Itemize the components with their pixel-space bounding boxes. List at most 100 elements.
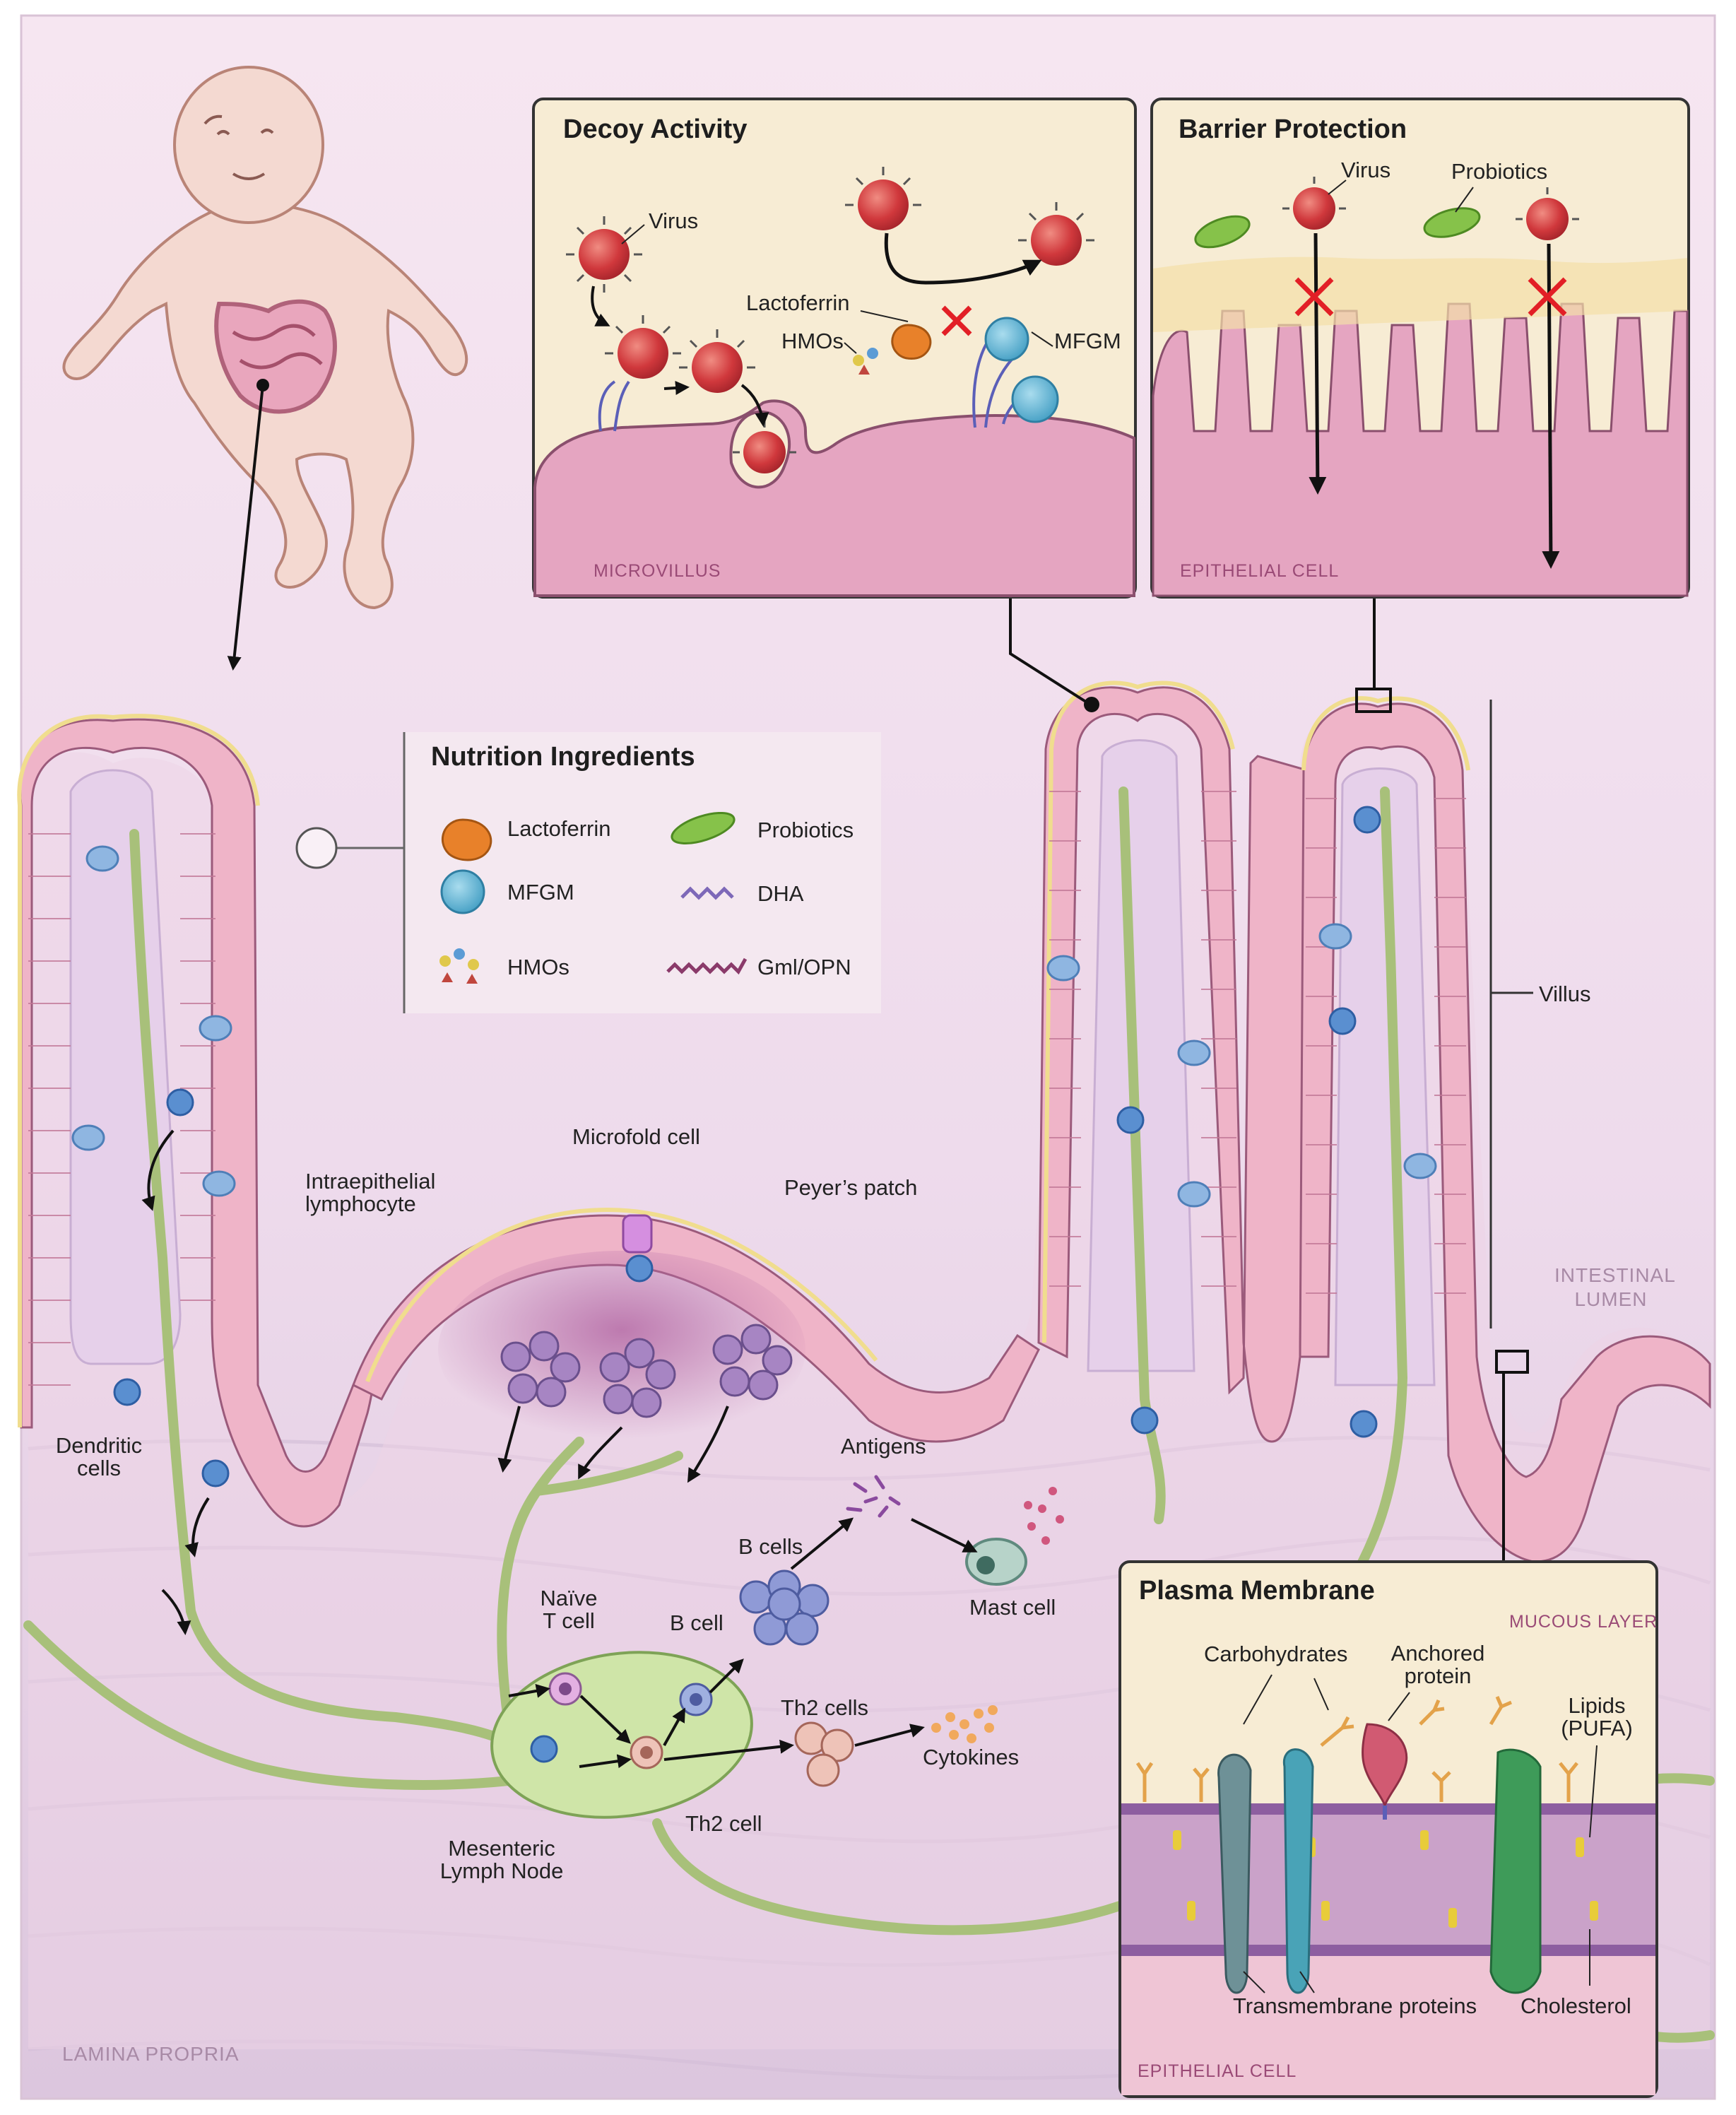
hmos-icon <box>439 948 479 984</box>
b-cell-cluster <box>739 1569 829 1646</box>
antigens <box>846 1475 901 1518</box>
transmembrane-proteins-label: Transmembrane proteins <box>1233 1993 1477 2018</box>
virus-deflect-arrow <box>884 232 1042 285</box>
intestinal-lumen-label: INTESTINAL LUMEN <box>1554 1264 1676 1310</box>
cytokines-label: Cytokines <box>923 1745 1020 1769</box>
decoy-arrows <box>591 285 769 427</box>
microfold-cell <box>622 1214 653 1254</box>
barrier-caption: EPITHELIAL CELL <box>1180 561 1340 581</box>
dendritic-cells <box>113 806 1381 1763</box>
legend-title: Nutrition Ingredients <box>431 742 695 772</box>
villus-tall-right-1 <box>1037 686 1309 1443</box>
lipids-label: Lipids (PUFA) <box>1561 1693 1633 1740</box>
decoy-lactoferrin <box>891 324 932 360</box>
decoy-virus-label: Virus <box>649 208 699 233</box>
cluster-1 <box>500 1331 581 1408</box>
mucous-layer-caption: MUCOUS LAYER <box>1509 1612 1658 1632</box>
virus-3 <box>679 329 755 393</box>
anchored-protein <box>1362 1723 1408 1820</box>
naive-t-cell <box>548 1672 582 1706</box>
legend-item-mfgm: MFGM <box>507 880 574 905</box>
villus-left <box>19 718 374 1528</box>
cholesterol-label: Cholesterol <box>1521 1993 1631 2018</box>
transmembrane-protein-2 <box>1282 1748 1314 1994</box>
gml-opn-icon <box>666 958 748 975</box>
decoy-mfgm-label: MFGM <box>1054 329 1121 353</box>
probiotic-icon <box>671 811 736 845</box>
panel-connectors <box>1009 599 1529 1562</box>
lactoferrin-icon <box>441 818 492 861</box>
legend-item-probiotics: Probiotics <box>757 818 854 842</box>
b-cell-single <box>679 1683 713 1716</box>
legend-box <box>404 732 881 1013</box>
legend-pointer-magnifier <box>295 827 338 869</box>
virus-4 <box>733 420 796 473</box>
transmembrane-protein-3 <box>1489 1748 1542 1994</box>
barrier-panel-title: Barrier Protection <box>1179 114 1407 144</box>
dha-icon <box>680 886 734 900</box>
barrier-mucus <box>1153 257 1687 332</box>
villus-bracket <box>1489 700 1533 1328</box>
probiotic-bacteria <box>1194 207 1481 249</box>
decoy-mfgm-globules <box>984 317 1059 423</box>
barrier-probiotics-label: Probiotics <box>1451 159 1548 184</box>
barrier-virus-label: Virus <box>1341 158 1391 182</box>
naive-t-cell-label: Naïve T cell <box>540 1586 598 1633</box>
th2-cells-group <box>794 1721 854 1787</box>
transmembrane-protein-1 <box>1217 1753 1252 1994</box>
mast-cell-label: Mast cell <box>969 1595 1056 1620</box>
lamina-propria-label: LAMINA PROPRIA <box>62 2043 240 2065</box>
membrane-cytoplasm <box>1121 1950 1655 2095</box>
mesenteric-lymph-node-label: Mesenteric Lymph Node <box>439 1836 564 1883</box>
infant-head <box>173 66 324 224</box>
th2-cell-label: Th2 cell <box>685 1811 762 1836</box>
barrier-leader-lines <box>1328 179 1474 213</box>
cytokines <box>931 1705 998 1743</box>
epithelial-cell-lines <box>28 791 1466 1386</box>
carbohydrate-chains <box>1135 1696 1578 1802</box>
legend-item-lactoferrin: Lactoferrin <box>507 816 611 841</box>
barrier-block-marks <box>1294 277 1567 317</box>
villus-tall-right-2 <box>1299 702 1711 1563</box>
decoy-block-mark <box>941 305 972 336</box>
infant-intestines <box>214 299 337 414</box>
antigens-label: Antigens <box>841 1434 926 1459</box>
intraepithelial-lymphocyte-label: Intraepithelial lymphocyte <box>305 1169 436 1216</box>
peyers-patch-label: Peyer’s patch <box>784 1175 918 1200</box>
legend-item-hmos: HMOs <box>507 955 569 979</box>
villus-label: Villus <box>1539 982 1591 1006</box>
decoy-hmos-label: HMOs <box>781 329 844 353</box>
legend-item-dha: DHA <box>757 881 804 906</box>
mfgm-icon <box>440 869 485 914</box>
th2-cell-single <box>630 1736 663 1769</box>
carbohydrates-label: Carbohydrates <box>1204 1642 1348 1666</box>
membrane-panel-title: Plasma Membrane <box>1139 1576 1375 1606</box>
membrane-leader-lines <box>1243 1674 1598 1993</box>
dendritic-cells-label: Dendritic cells <box>55 1433 143 1480</box>
microvillus-cell <box>533 399 1135 597</box>
virus-1 <box>566 216 642 293</box>
decoy-hmo-glycan <box>853 348 878 375</box>
b-cell-label: B cell <box>670 1610 724 1635</box>
virus-6 <box>1018 202 1094 266</box>
decoy-panel-title: Decoy Activity <box>563 114 748 144</box>
mast-cell <box>965 1487 1064 1586</box>
cluster-2 <box>599 1338 676 1418</box>
th2-cells-label: Th2 cells <box>781 1695 869 1720</box>
infant-face <box>203 114 274 180</box>
b-cells-label: B cells <box>738 1534 803 1559</box>
decoy-caption: MICROVILLUS <box>594 561 721 581</box>
virus-5 <box>845 167 921 230</box>
decoy-lactoferrin-label: Lactoferrin <box>746 290 850 315</box>
decoy-leader-lines <box>621 224 1053 354</box>
lipid-bilayer <box>1121 1809 1655 1950</box>
microfold-cell-label: Microfold cell <box>572 1124 700 1149</box>
decoy-viruses <box>566 167 1094 473</box>
anchored-protein-label: Anchored protein <box>1390 1641 1485 1688</box>
virus-2 <box>605 315 681 379</box>
cluster-3 <box>712 1324 793 1401</box>
lymphocyte-clusters <box>500 1324 793 1418</box>
legend-item-gml-opn: Gml/OPN <box>757 955 851 979</box>
